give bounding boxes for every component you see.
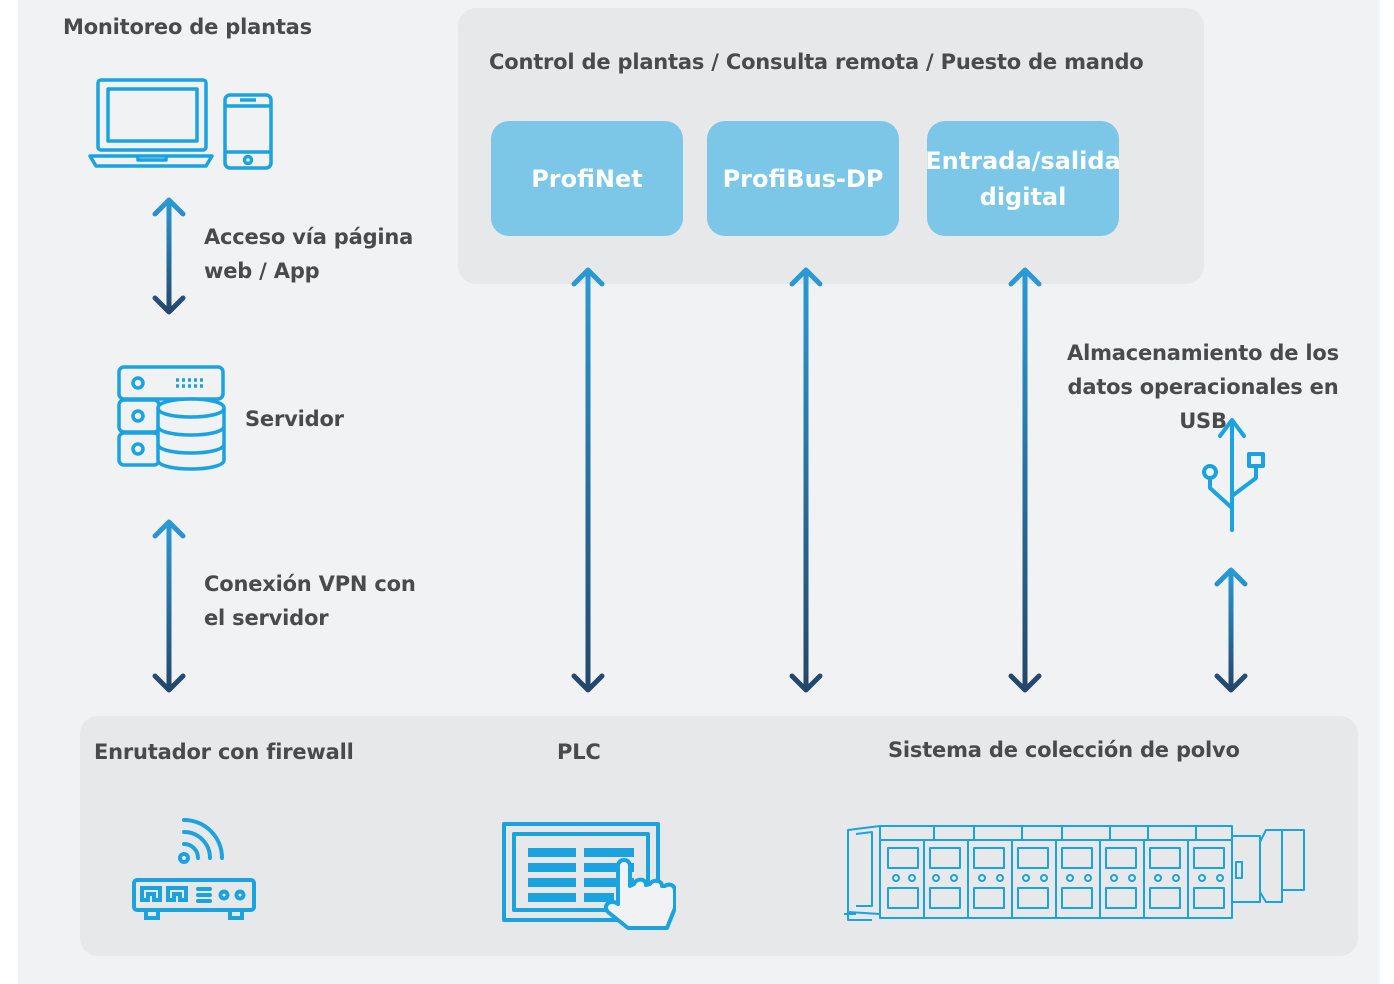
control-title: Control de plantas / Consulta remota / P… xyxy=(489,50,1144,74)
protocol-box-digital-io: Entrada/salida digital xyxy=(925,121,1121,236)
usb-storage-label: Almacenamiento de los datos operacionale… xyxy=(1067,341,1339,433)
arrow-digital-io xyxy=(1008,267,1042,693)
arrow-profibus xyxy=(789,267,823,693)
protocol-box-profinet: ProfiNet xyxy=(491,121,683,236)
arrow-profinet xyxy=(571,267,605,693)
plc-label: PLC xyxy=(557,740,601,764)
router-label: Enrutador con firewall xyxy=(94,740,354,764)
monitoring-title: Monitoreo de plantas xyxy=(63,15,312,39)
server-label: Servidor xyxy=(245,407,344,431)
dust-collector-icon xyxy=(844,825,1305,921)
arrow-usb xyxy=(1214,567,1248,693)
smartphone-icon xyxy=(223,93,273,170)
wifi-router-icon xyxy=(132,818,256,920)
vpn-label: Conexión VPN con el servidor xyxy=(204,572,416,630)
protocol-box-profibus: ProfiBus-DP xyxy=(707,121,899,236)
usb-icon xyxy=(1202,418,1265,532)
touch-panel-icon xyxy=(502,822,676,930)
web-access-label: Acceso vía página web / App xyxy=(204,225,414,283)
arrow-vpn xyxy=(152,519,186,693)
laptop-icon xyxy=(88,78,214,168)
arrow-web-access xyxy=(152,197,186,315)
database-server-icon xyxy=(117,365,226,471)
dust-collector-label: Sistema de colección de polvo xyxy=(888,738,1240,762)
